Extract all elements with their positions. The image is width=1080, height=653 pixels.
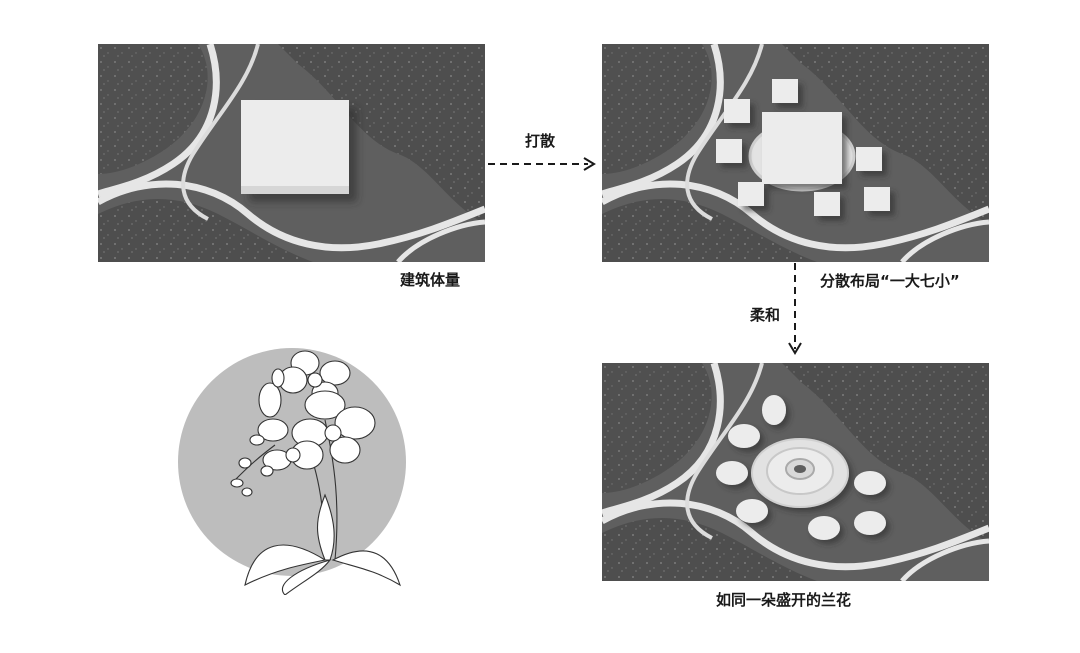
dashed-arrow-down-icon: [788, 263, 802, 355]
curved-path: [98, 44, 220, 198]
caption-building-mass: 建筑体量: [400, 271, 461, 289]
large-building-mass: [241, 100, 349, 194]
small-block: [724, 99, 750, 123]
panel-scattered-layout: [602, 44, 989, 262]
petal-building: [762, 395, 786, 425]
dashed-arrow-right-icon: [488, 157, 596, 171]
caption-blooming-orchid: 如同一朵盛开的兰花: [716, 591, 852, 609]
site-plan-building-mass: [98, 44, 485, 262]
panel-building-mass: [98, 44, 485, 262]
scatter-step-label: 打散: [525, 132, 556, 150]
orchid-flower-icon: [178, 348, 406, 595]
soften-step-label: 柔和: [750, 306, 781, 324]
caption-scattered-layout: 分散布局“一大七小”: [820, 272, 960, 290]
textured-land: [278, 44, 485, 224]
site-plan-orchid: [602, 363, 989, 581]
large-block: [762, 112, 842, 184]
site-plan-scattered: [602, 44, 989, 262]
panel-orchid-layout: [602, 363, 989, 581]
